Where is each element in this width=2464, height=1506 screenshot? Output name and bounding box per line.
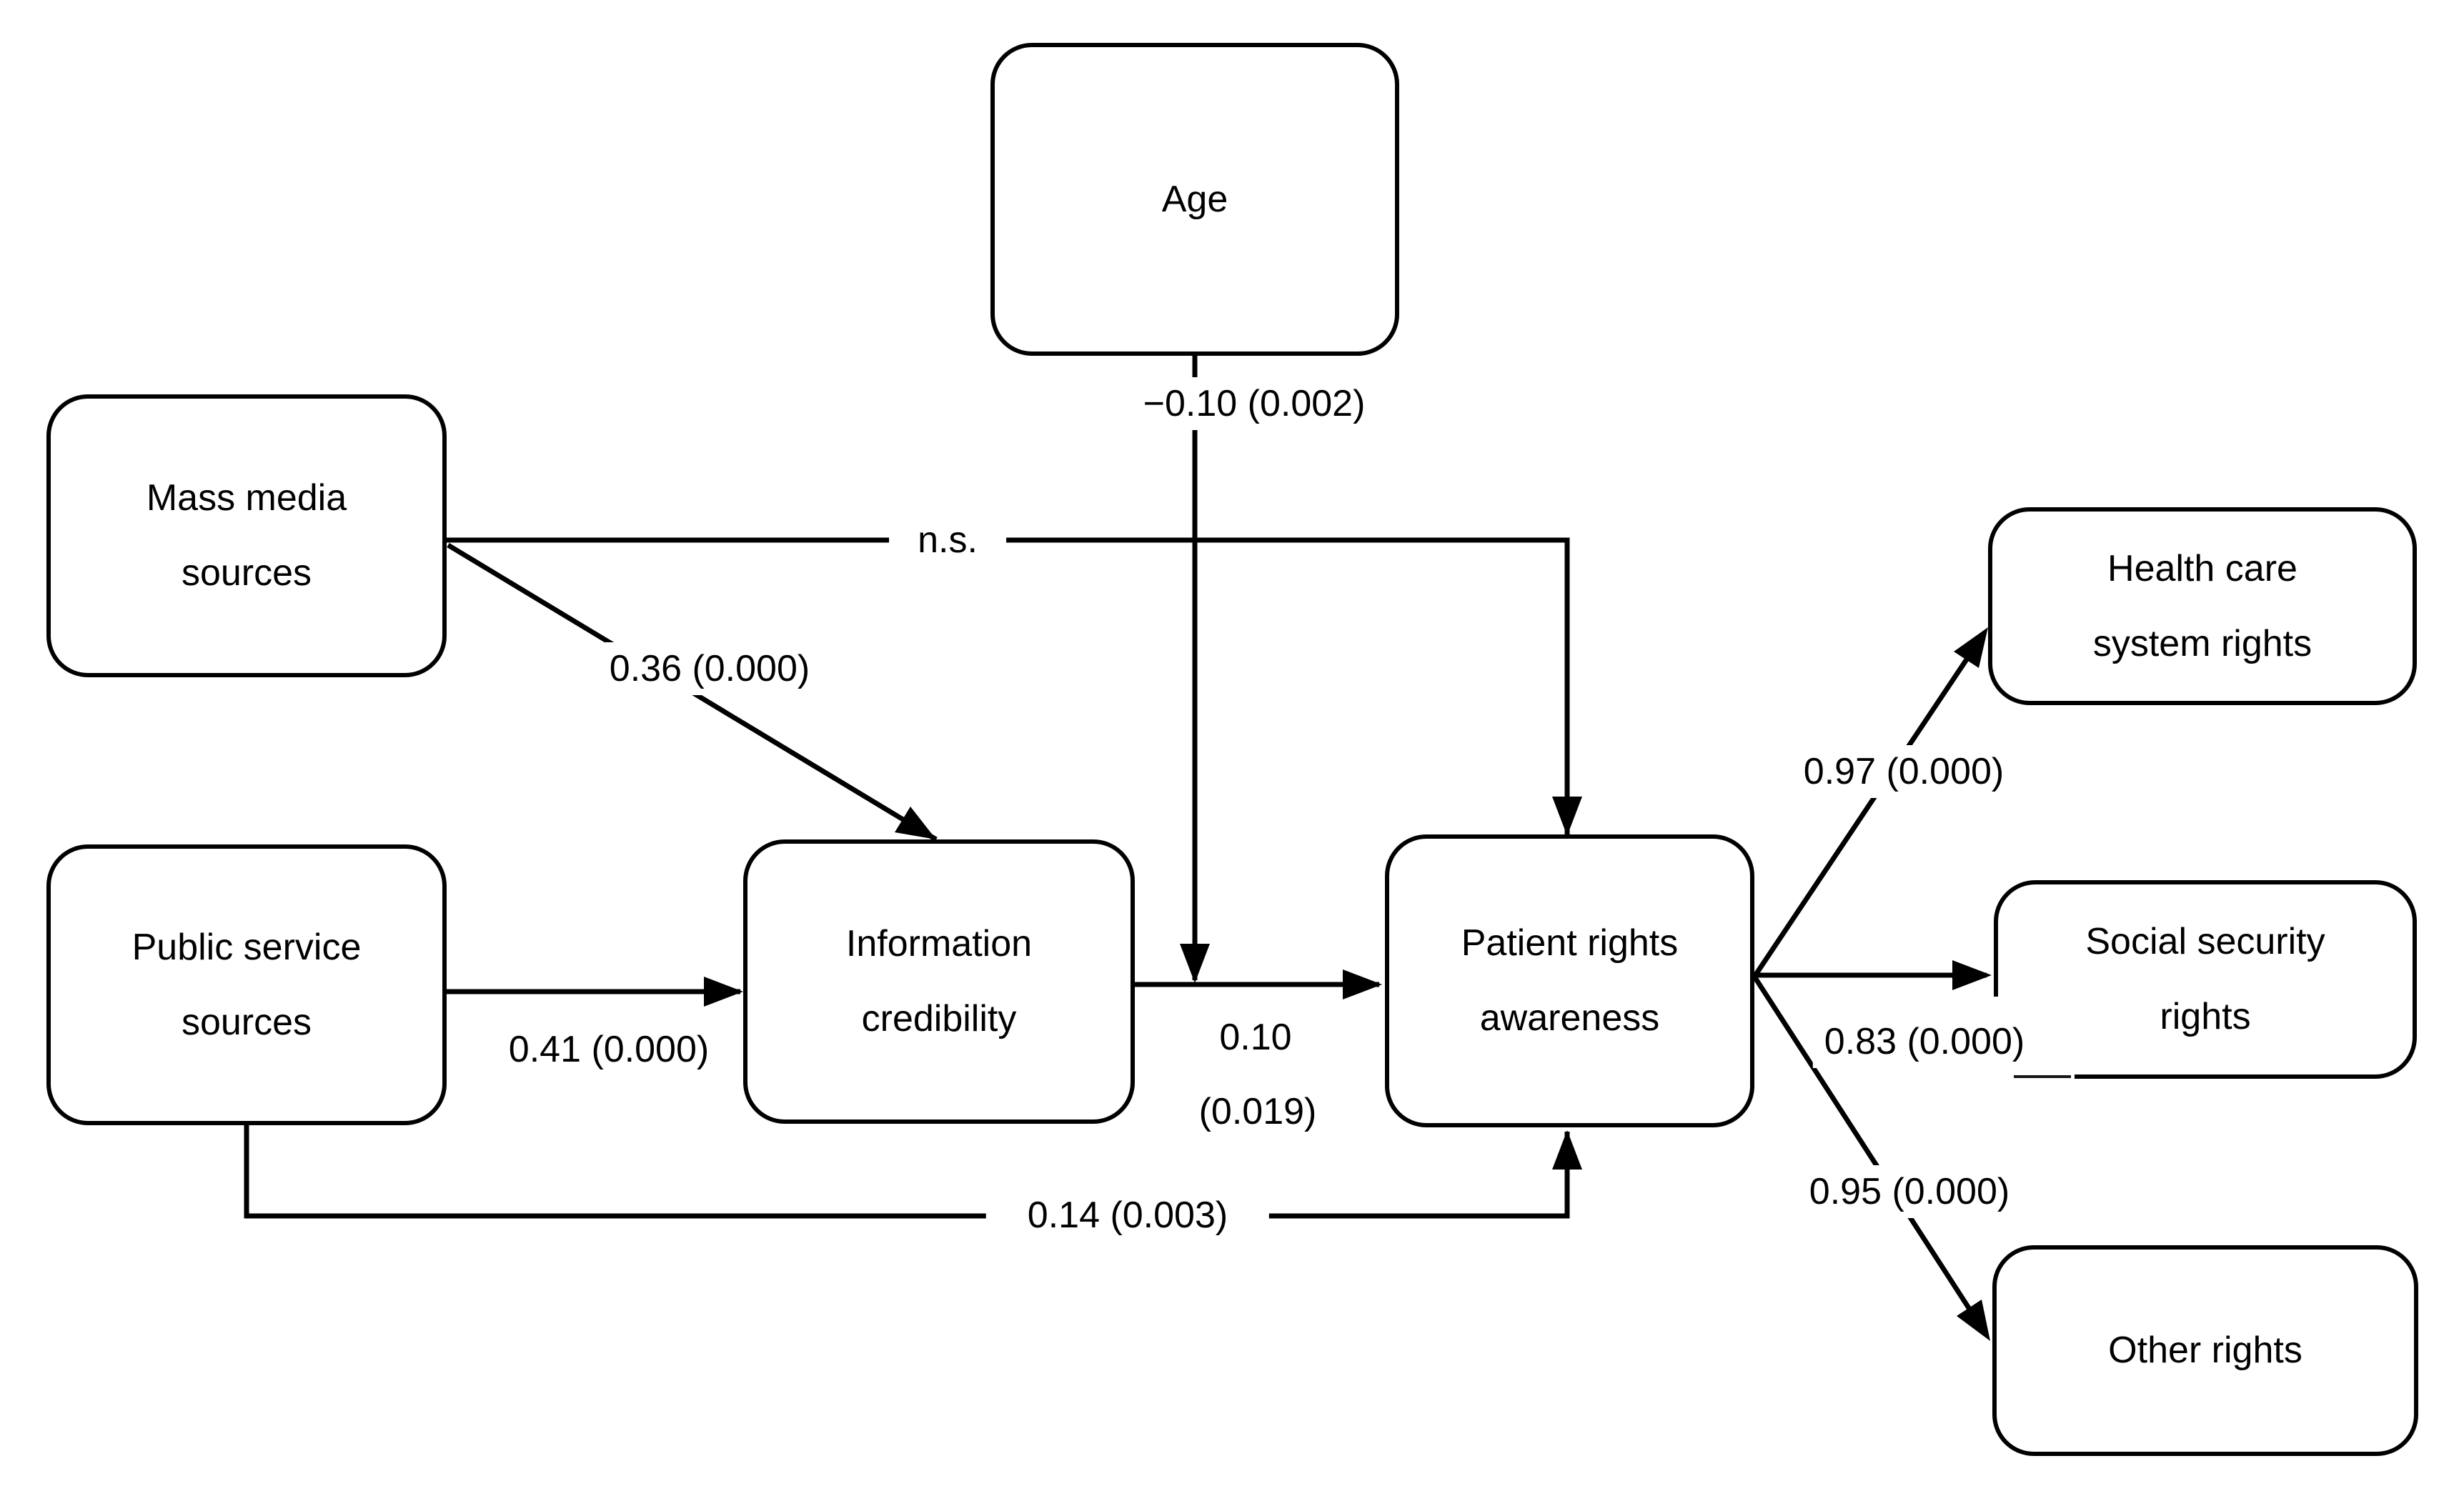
node-mass-media-line1: Mass media (146, 477, 347, 519)
node-other-rights-label: Other rights (2108, 1330, 2302, 1371)
node-other-rights: Other rights (1992, 1245, 2418, 1456)
node-social-security-line2: rights (2160, 996, 2251, 1037)
node-patient-awareness-line2: awareness (1479, 997, 1660, 1039)
node-info-credibility-line2: credibility (861, 998, 1017, 1039)
node-public-service-line2: sources (181, 1001, 312, 1043)
coef-credibility-awareness-line1: 0.10 (1211, 1011, 1301, 1064)
node-public-service-sources: Public service sources (46, 844, 447, 1125)
arrowhead-socialsecurity (1952, 960, 1992, 990)
coef-age-awareness: −0.10 (0.002) (1134, 377, 1374, 430)
edge-massmedia-to-awareness-line (447, 537, 1570, 836)
arrowhead-publicservice-awareness (1552, 1130, 1582, 1170)
coef-awareness-socialsecurity: 0.83 (0.000) (1812, 1015, 2037, 1068)
node-social-security-line1: Social security (2085, 921, 2325, 962)
arrowhead-credibility-awareness (1343, 969, 1382, 999)
edge-awareness-to-healthcare-line (1752, 647, 1976, 978)
node-patient-rights-awareness: Patient rights awareness (1385, 834, 1754, 1127)
coef-credibility-awareness-line2: (0.019) (1190, 1085, 1326, 1138)
coef-awareness-otherrights: 0.95 (0.000) (1800, 1165, 2019, 1218)
node-health-care-line2: system rights (2092, 622, 2313, 664)
line-fragment-artifact (2014, 1075, 2071, 1078)
coef-massmedia-awareness-ns: n.s. (889, 514, 1006, 567)
arrowhead-otherrights (1957, 1300, 1990, 1341)
arrowhead-massmedia-credibility (895, 807, 936, 839)
node-health-care-line1: Health care (2107, 547, 2297, 589)
node-mass-media-sources: Mass media sources (46, 394, 447, 677)
node-age: Age (990, 43, 1399, 356)
coef-massmedia-credibility: 0.36 (0.000) (600, 642, 819, 695)
edge-publicservice-to-awareness-line (244, 1125, 1570, 1219)
arrowhead-massmedia-awareness (1552, 797, 1582, 836)
node-info-credibility-line1: Information (845, 923, 1033, 964)
node-mass-media-line2: sources (181, 552, 312, 594)
node-patient-awareness-line1: Patient rights (1461, 922, 1679, 964)
coef-publicservice-credibility: 0.41 (0.000) (500, 1023, 718, 1076)
coef-publicservice-awareness: 0.14 (0.003) (985, 1189, 1270, 1242)
node-public-service-line1: Public service (131, 926, 362, 968)
arrowhead-age (1180, 944, 1210, 983)
node-health-care-system-rights: Health care system rights (1988, 507, 2417, 705)
coef-awareness-healthcare: 0.97 (0.000) (1794, 745, 2013, 798)
edge-awareness-to-otherrights-line (1752, 975, 1982, 1326)
arrowhead-publicservice-credibility (704, 977, 743, 1007)
node-information-credibility: Information credibility (743, 839, 1135, 1124)
arrowhead-healthcare (1954, 627, 1988, 668)
node-age-label: Age (1161, 178, 1228, 220)
